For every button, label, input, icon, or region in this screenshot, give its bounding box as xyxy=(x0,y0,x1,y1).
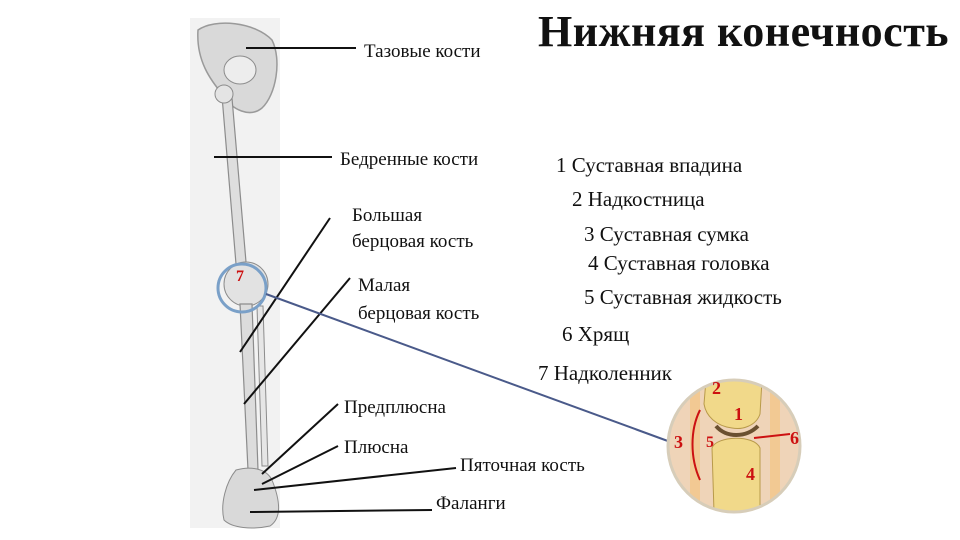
joint-marker-5: 5 xyxy=(706,434,714,451)
joint-marker-6: 6 xyxy=(790,428,799,448)
fibula-shape xyxy=(256,305,269,467)
joint-item-4: 4 Суставная головка xyxy=(588,251,770,275)
joint-marker-1: 1 xyxy=(734,404,743,424)
label-phalanges: Фаланги xyxy=(436,493,506,514)
leg-skeleton-illustration xyxy=(190,18,280,529)
joint-marker-3: 3 xyxy=(674,432,683,452)
knee-marker-7: 7 xyxy=(236,268,244,285)
label-fibula-line1: Малая xyxy=(358,275,411,296)
label-calcaneus: Пяточная кость xyxy=(460,455,585,476)
joint-marker-2: 2 xyxy=(712,378,721,398)
zoom-connector-line xyxy=(265,293,677,445)
leader-lines xyxy=(214,47,457,513)
knee-highlight-circle xyxy=(216,262,268,314)
joint-item-5: 5 Суставная жидкость xyxy=(584,285,782,309)
joint-item-2: 2 Надкостница xyxy=(572,187,705,211)
foot-shape xyxy=(222,467,279,529)
label-tarsus: Предплюсна xyxy=(344,397,446,418)
joint-marker-4: 4 xyxy=(746,464,755,484)
label-fibula-line2: берцовая кость xyxy=(358,303,480,324)
label-tibia-line2: берцовая кость xyxy=(352,231,474,252)
joint-detail-illustration xyxy=(666,378,802,514)
joint-item-1: 1 Суставная впадина xyxy=(556,153,743,177)
joint-item-3: 3 Суставная сумка xyxy=(584,222,749,246)
page-title: Нижняя конечность xyxy=(538,7,950,56)
joint-item-7: 7 Надколенник xyxy=(538,361,672,385)
label-pelvic-bones: Тазовые кости xyxy=(364,41,481,62)
label-femur: Бедренные кости xyxy=(340,149,479,170)
joint-item-6: 6 Хрящ xyxy=(562,322,630,346)
label-metatarsus: Плюсна xyxy=(344,437,409,458)
label-tibia-line1: Большая xyxy=(352,205,423,226)
